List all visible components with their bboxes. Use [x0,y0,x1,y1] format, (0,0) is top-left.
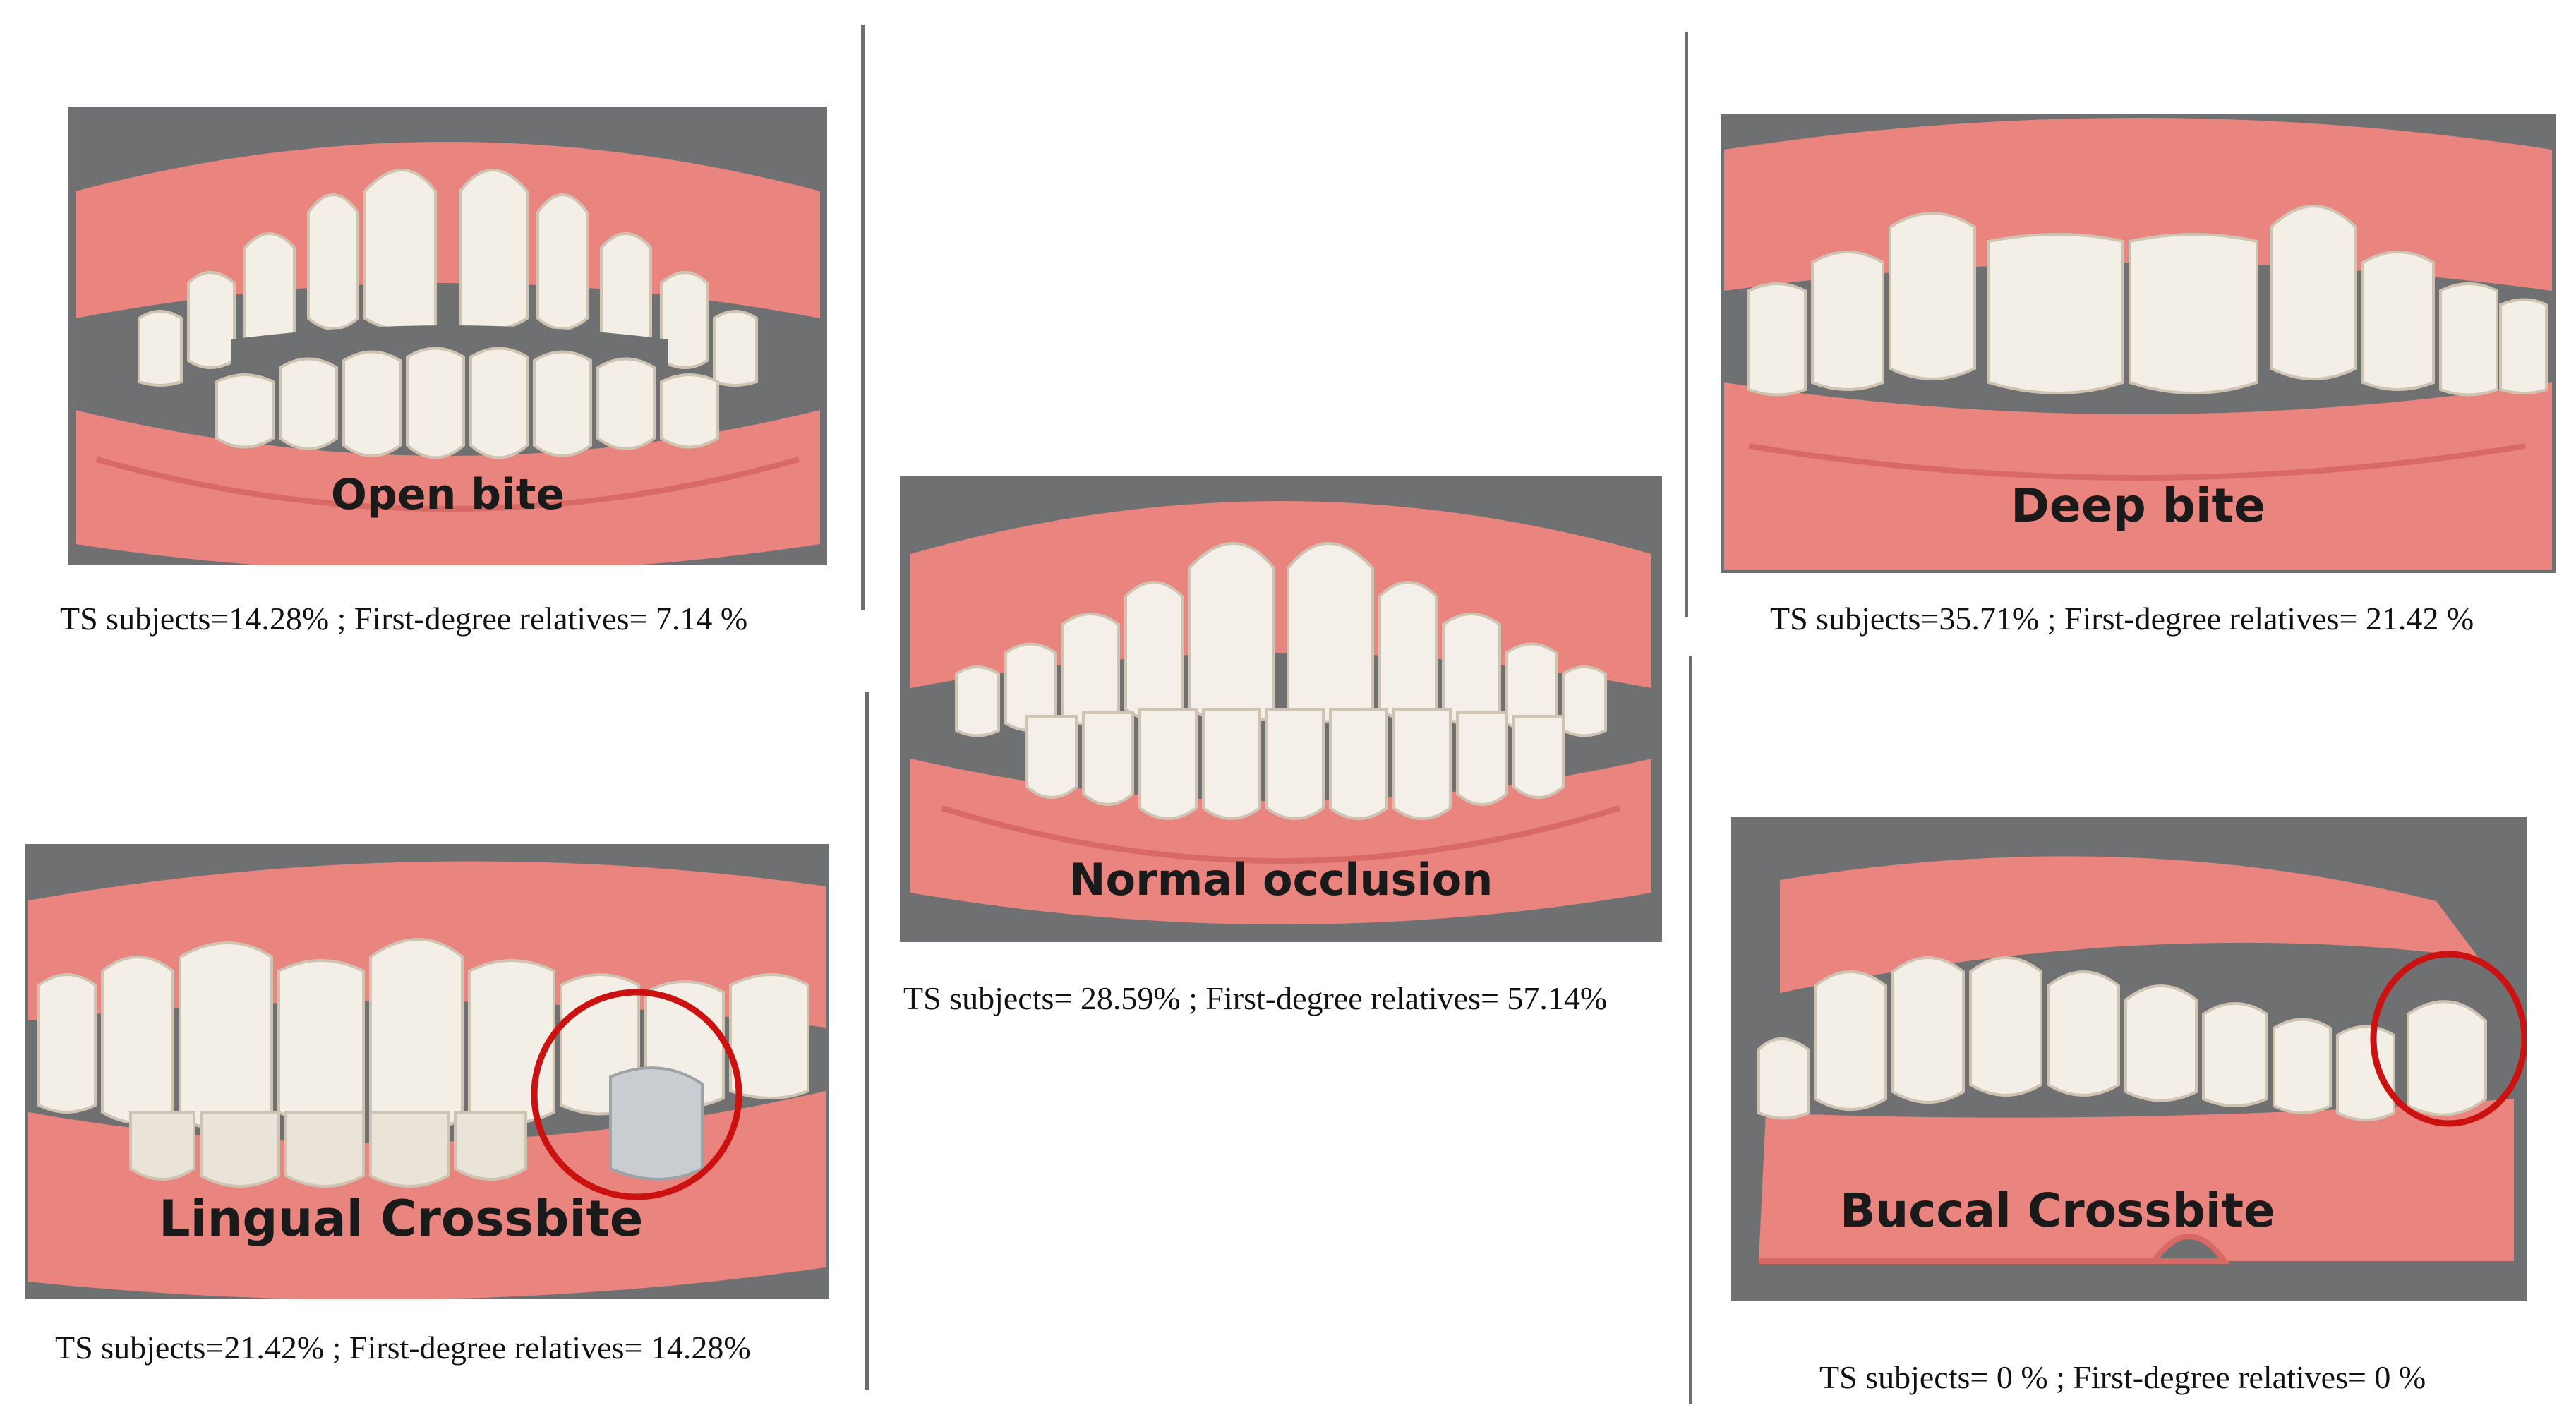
lingual-crossbite-caption: TS subjects=21.42% ; First-degree relati… [55,1330,751,1366]
normal-occlusion-caption: TS subjects= 28.59% ; First-degree relat… [903,980,1608,1016]
divider-left-top [861,25,865,610]
normal-occlusion-teeth-illustration [910,501,1651,924]
deep-bite-caption: TS subjects=35.71% ; First-degree relati… [1770,601,2474,637]
buccal-crossbite-caption: TS subjects= 0 % ; First-degree relative… [1819,1359,2426,1395]
open-bite-label: Open bite [330,470,565,519]
highlight-circle [531,989,742,1200]
buccal-crossbite-label: Buccal Crossbite [1840,1183,2275,1238]
deep-bite-teeth-illustration [1724,118,2552,570]
highlight-circle [2370,951,2527,1127]
open-bite-teeth-illustration [76,142,820,565]
open-bite-image: Open bite [68,107,827,565]
buccal-crossbite-teeth-illustration [1757,856,2527,1264]
deep-bite-image: Deep bite [1721,114,2556,573]
deep-bite-label: Deep bite [2011,478,2265,533]
normal-occlusion-image: Normal occlusion [900,476,1662,942]
lingual-crossbite-label: Lingual Crossbite [159,1190,644,1248]
lingual-crossbite-image: Lingual Crossbite [25,844,829,1299]
open-bite-caption: TS subjects=14.28% ; First-degree relati… [60,601,748,637]
divider-right-top [1685,32,1688,617]
divider-left-bottom [865,692,869,1390]
normal-occlusion-label: Normal occlusion [1069,854,1493,905]
buccal-crossbite-image: Buccal Crossbite [1731,817,2527,1301]
lingual-crossbite-teeth-illustration [28,861,826,1299]
divider-right-bottom [1689,656,1692,1404]
